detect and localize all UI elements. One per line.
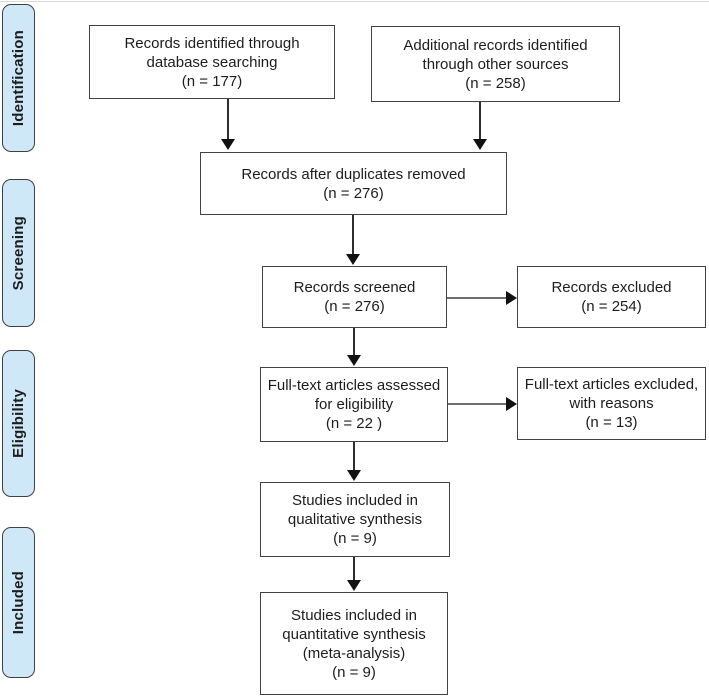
box-text-line: through other sources [422,55,569,73]
box-text-line: (n = 9) [333,530,377,547]
box-quantitative-synthesis: Studies included in quantitative synthes… [260,592,448,695]
stage-screening-label: Screening [10,215,27,291]
box-text-line: Studies included in [292,492,418,509]
box-qualitative-synthesis: Studies included in qualitative synthesi… [260,482,450,557]
box-fulltext-excluded: Full-text articles excluded, with reason… [517,367,706,440]
box-text-line: Full-text articles assessed [267,377,441,394]
box-text-line: (meta-analysis) [302,644,406,662]
box-text-line: qualitative synthesis [287,511,423,528]
box-text-line: Records screened [293,279,416,296]
stage-identification: Identification [2,4,35,152]
box-duplicates-removed: Records after duplicates removed (n = 27… [200,152,507,215]
box-text-line: (n = 258) [465,74,526,92]
box-text-line: (n = 254) [581,298,642,315]
stage-eligibility-label: Eligibility [10,389,27,458]
stage-identification-label: Identification [10,29,27,127]
box-text-line: with reasons [569,395,654,412]
box-fulltext-assessed: Full-text articles assessed for eligibil… [260,367,448,442]
box-additional-records: Additional records identified through ot… [371,26,620,102]
stage-included: Included [2,527,35,678]
box-text-line: Additional records identified [403,36,588,54]
stage-eligibility: Eligibility [2,350,35,497]
box-text-line: Full-text articles excluded, [524,376,699,393]
stage-screening: Screening [2,179,35,327]
box-records-screened: Records screened (n = 276) [262,266,447,328]
box-records-identified: Records identified through database sear… [89,25,335,99]
box-records-excluded: Records excluded (n = 254) [517,266,706,328]
box-text-line: Records excluded [551,279,672,296]
box-text-line: (n = 276) [324,298,385,315]
box-text-line: Records identified through [124,34,300,52]
box-text-line: (n = 9) [332,663,376,681]
box-text-line: (n = 13) [585,414,638,431]
box-text-line: quantitative synthesis [282,625,426,643]
box-text-line: (n = 22 ) [325,415,383,432]
box-text-line: for eligibility [314,396,394,413]
stage-included-label: Included [10,570,27,635]
box-text-line: Records after duplicates removed [241,165,466,183]
box-text-line: Studies included in [291,606,417,624]
box-text-line: database searching [146,53,278,71]
box-text-line: (n = 177) [181,72,243,90]
box-text-line: (n = 276) [323,184,384,202]
divider [0,1,709,2]
